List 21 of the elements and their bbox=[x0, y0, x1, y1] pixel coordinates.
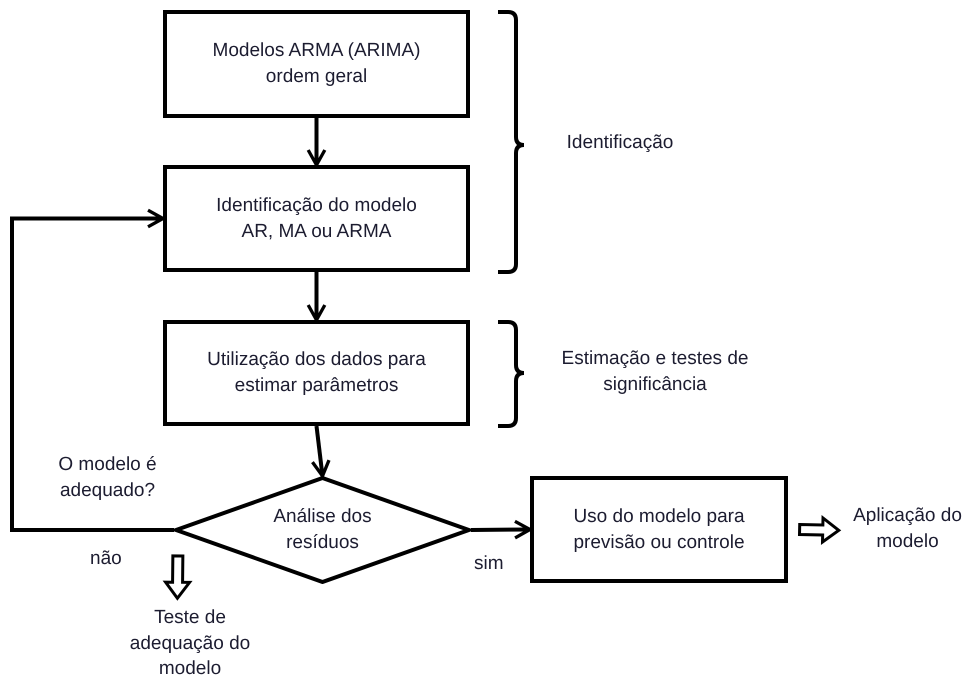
process-box bbox=[163, 165, 470, 272]
hollow-arrow bbox=[162, 554, 193, 601]
process-box bbox=[163, 10, 470, 118]
question-text: O modelo é adequado? bbox=[57, 453, 158, 503]
outcome-text: Aplicação do modelo bbox=[852, 504, 963, 554]
outcome-text: Teste de adequação do modelo bbox=[128, 606, 252, 682]
arrow bbox=[10, 208, 174, 532]
hollow-arrow bbox=[798, 514, 842, 545]
node-text: Utilização dos dados para estimar parâmetros bbox=[206, 348, 427, 398]
arrow bbox=[470, 520, 532, 540]
node-text: Modelos ARMA (ARIMA) ordem geral bbox=[212, 39, 422, 89]
arrow bbox=[306, 118, 326, 167]
node-text: Identificação do modelo AR, MA ou ARMA bbox=[215, 194, 418, 244]
arrow bbox=[310, 426, 331, 478]
process-box bbox=[163, 320, 470, 426]
phase-label: Identificação bbox=[566, 131, 674, 155]
node-text: Análise dos resíduos bbox=[272, 505, 373, 555]
process-box bbox=[530, 476, 788, 583]
arrow bbox=[306, 272, 326, 322]
node-text: Uso do modelo para previsão ou controle bbox=[572, 504, 746, 554]
phase-label: Estimação e testes de significância bbox=[560, 347, 750, 397]
